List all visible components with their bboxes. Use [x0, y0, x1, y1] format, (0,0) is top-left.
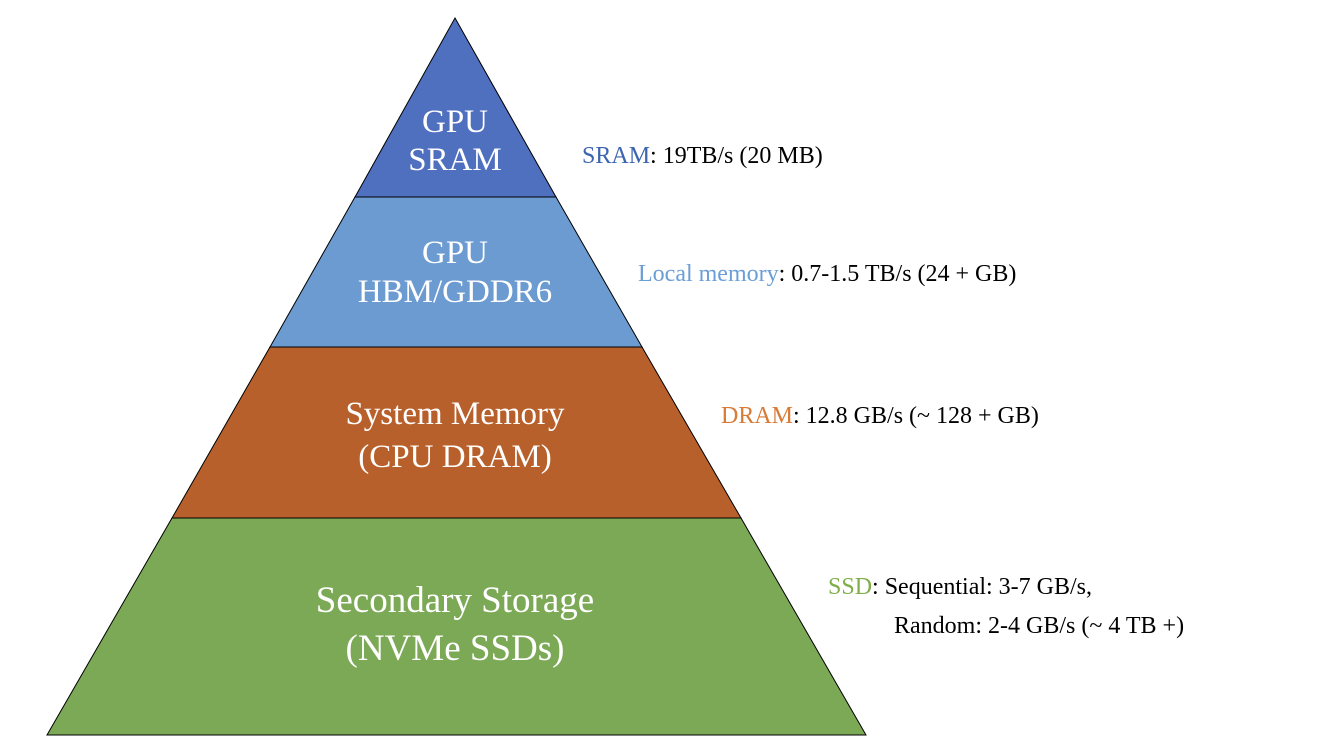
annotation-hbm-detail: : 0.7-1.5 TB/s (24 + GB)	[779, 261, 1017, 287]
annotation-hbm: Local memory: 0.7-1.5 TB/s (24 + GB)	[638, 261, 1016, 287]
tier-hbm	[269, 196, 643, 348]
annotation-sram: SRAM: 19TB/s (20 MB)	[582, 143, 823, 169]
tier-ssd	[46, 517, 867, 736]
tier-dram-label-line1: System Memory	[345, 396, 565, 432]
tier-sram-label-line2: SRAM	[408, 142, 502, 178]
tier-sram-label-line1: GPU	[422, 104, 488, 140]
annotation-sram-detail: : 19TB/s (20 MB)	[650, 143, 823, 169]
tier-dram-label-line2: (CPU DRAM)	[358, 439, 551, 475]
annotation-ssd-line2: Random: 2-4 GB/s (~ 4 TB +)	[894, 613, 1184, 639]
tier-hbm-label-line2: HBM/GDDR6	[358, 274, 552, 310]
tier-ssd-label-line1: Secondary Storage	[316, 580, 594, 621]
annotation-ssd-detail: : Sequential: 3-7 GB/s,	[872, 574, 1092, 600]
annotation-sram-tag: SRAM	[582, 143, 650, 169]
annotation-ssd: SSD: Sequential: 3-7 GB/s,	[828, 574, 1092, 600]
annotation-dram-tag: DRAM	[721, 403, 793, 429]
annotation-dram-detail: : 12.8 GB/s (~ 128 + GB)	[793, 403, 1039, 429]
annotation-ssd-tag: SSD	[828, 574, 872, 600]
annotation-hbm-tag: Local memory	[638, 261, 779, 287]
tier-dram	[171, 346, 742, 519]
tier-ssd-label-line2: (NVMe SSDs)	[346, 628, 565, 669]
annotation-dram: DRAM: 12.8 GB/s (~ 128 + GB)	[721, 403, 1039, 429]
tier-hbm-label-line1: GPU	[422, 235, 488, 271]
